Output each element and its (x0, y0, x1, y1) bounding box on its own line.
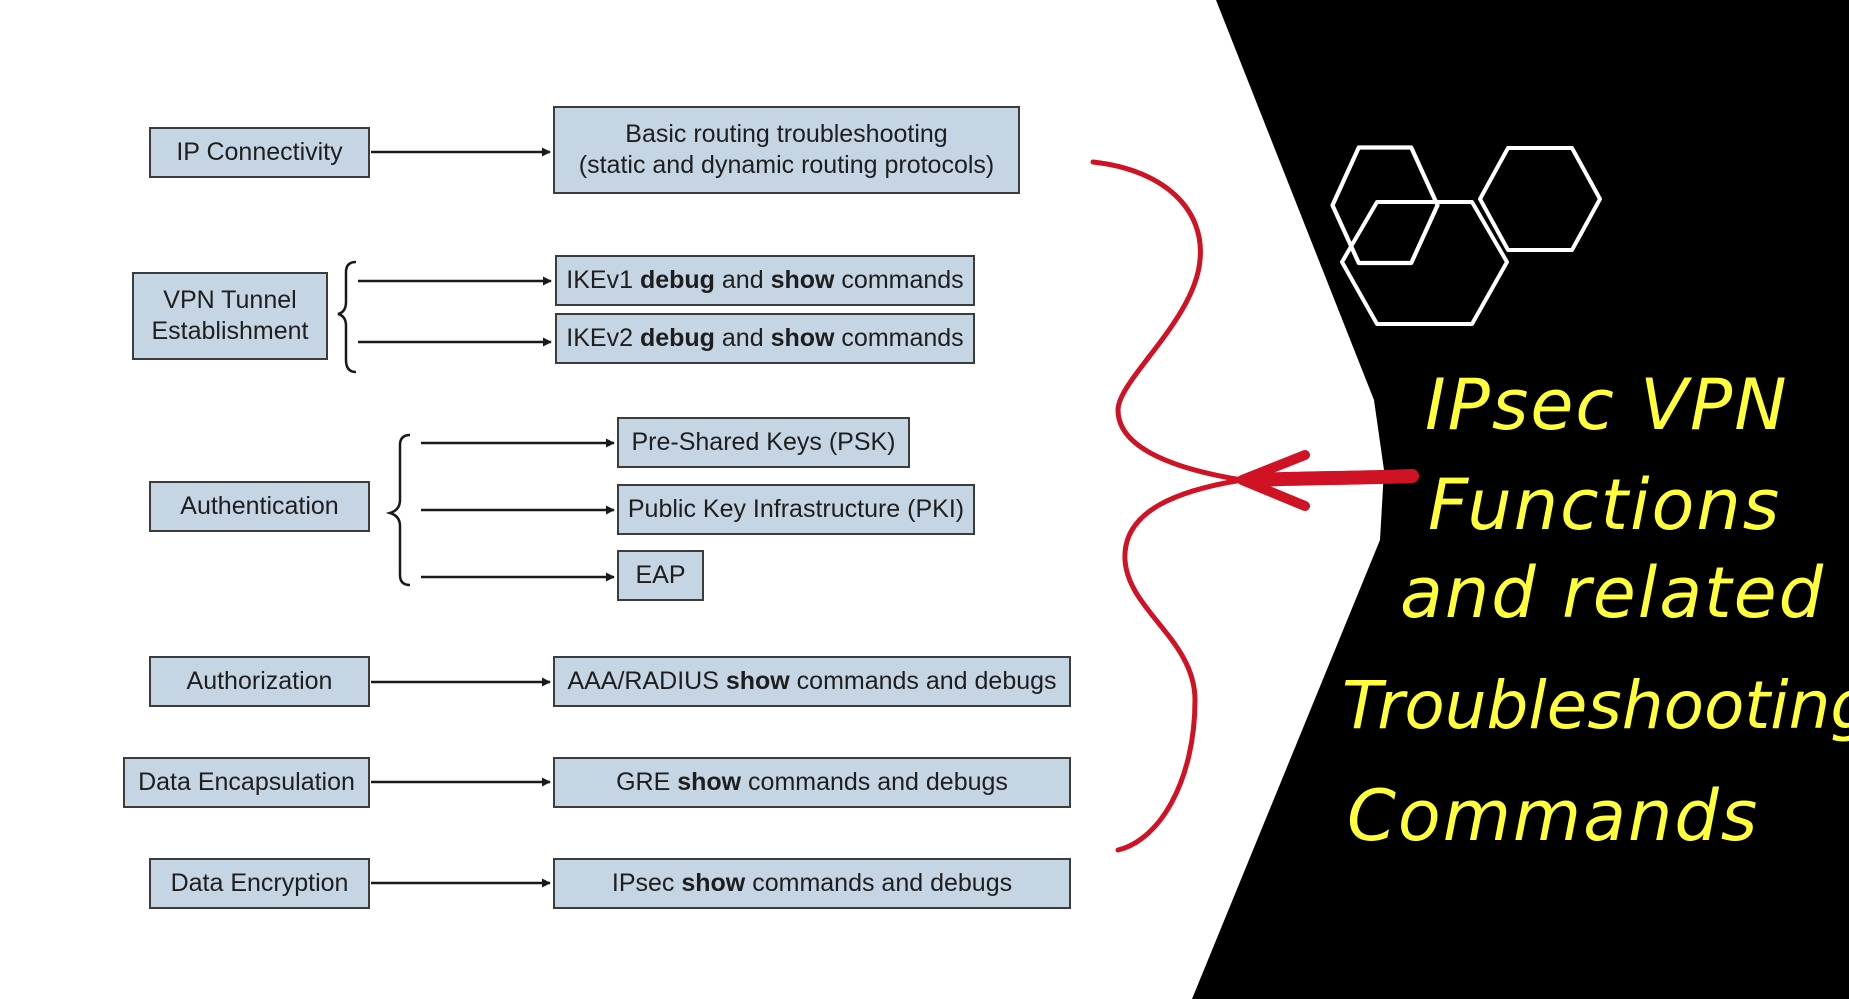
pki-label: Public Key Infrastructure (PKI) (627, 495, 965, 523)
box-gre: GRE show commands and debugs (553, 757, 1071, 808)
box-authorization: Authorization (149, 656, 370, 707)
ikev1-and: and (714, 266, 771, 294)
handwritten-line-5: Commands (1347, 775, 1760, 857)
box-ip-connectivity-label: IP Connectivity (176, 138, 343, 166)
vpn-tunnel-line-2: Establishment (151, 317, 309, 345)
ikev2-and: and (714, 324, 771, 352)
aaa-suffix: commands and debugs (789, 667, 1057, 695)
handwritten-line-2: Functions (1428, 464, 1782, 546)
gre-prefix: GRE (616, 768, 678, 796)
ikev1-commands: commands (834, 266, 964, 294)
data-encapsulation-label: Data Encapsulation (138, 768, 355, 796)
black-panel-shape (1192, 0, 1849, 999)
box-data-encryption: Data Encryption (149, 858, 370, 909)
ipsec-suffix: commands and debugs (745, 869, 1013, 897)
basic-routing-line-1: Basic routing troubleshooting (625, 120, 948, 148)
ipsec-prefix: IPsec (611, 869, 682, 897)
box-pki: Public Key Infrastructure (PKI) (617, 484, 975, 535)
box-vpn-tunnel: VPN Tunnel Establishment (132, 272, 328, 360)
aaa-show: show (725, 667, 790, 695)
box-ikev2: IKEv2 debug and show commands (555, 313, 975, 364)
handwritten-line-4: Troubleshooting (1342, 667, 1849, 744)
ikev1-show: show (770, 266, 835, 294)
ikev2-debug: debug (639, 324, 715, 352)
box-basic-routing: Basic routing troubleshooting (static an… (553, 106, 1020, 194)
box-data-encapsulation: Data Encapsulation (123, 757, 370, 808)
box-psk: Pre-Shared Keys (PSK) (617, 417, 910, 468)
data-encryption-label: Data Encryption (170, 869, 349, 897)
hexagon-pair-icon (1330, 145, 1602, 326)
ikev2-commands: commands (834, 324, 964, 352)
vpn-tunnel-line-1: VPN Tunnel (163, 286, 297, 314)
eap-label: EAP (635, 561, 686, 589)
aaa-prefix: AAA/RADIUS (567, 667, 726, 695)
box-eap: EAP (617, 550, 704, 601)
ikev1-prefix: IKEv1 (566, 266, 640, 294)
ikev2-prefix: IKEv2 (566, 324, 640, 352)
box-authentication: Authentication (149, 481, 370, 532)
authorization-label: Authorization (186, 667, 333, 695)
box-ip-connectivity: IP Connectivity (149, 127, 370, 178)
box-ikev1: IKEv1 debug and show commands (555, 255, 975, 306)
box-ipsec: IPsec show commands and debugs (553, 858, 1071, 909)
ikev1-debug: debug (639, 266, 715, 294)
gre-suffix: commands and debugs (741, 768, 1008, 796)
basic-routing-line-2: (static and dynamic routing protocols) (578, 151, 995, 179)
handwritten-line-1: IPsec VPN (1425, 364, 1789, 446)
ipsec-show: show (681, 869, 746, 897)
handwritten-line-3: and related (1400, 552, 1826, 634)
gre-show: show (677, 768, 742, 796)
box-aaa-radius: AAA/RADIUS show commands and debugs (553, 656, 1071, 707)
authentication-label: Authentication (180, 492, 339, 520)
ikev2-show: show (770, 324, 835, 352)
psk-label: Pre-Shared Keys (PSK) (631, 428, 896, 456)
